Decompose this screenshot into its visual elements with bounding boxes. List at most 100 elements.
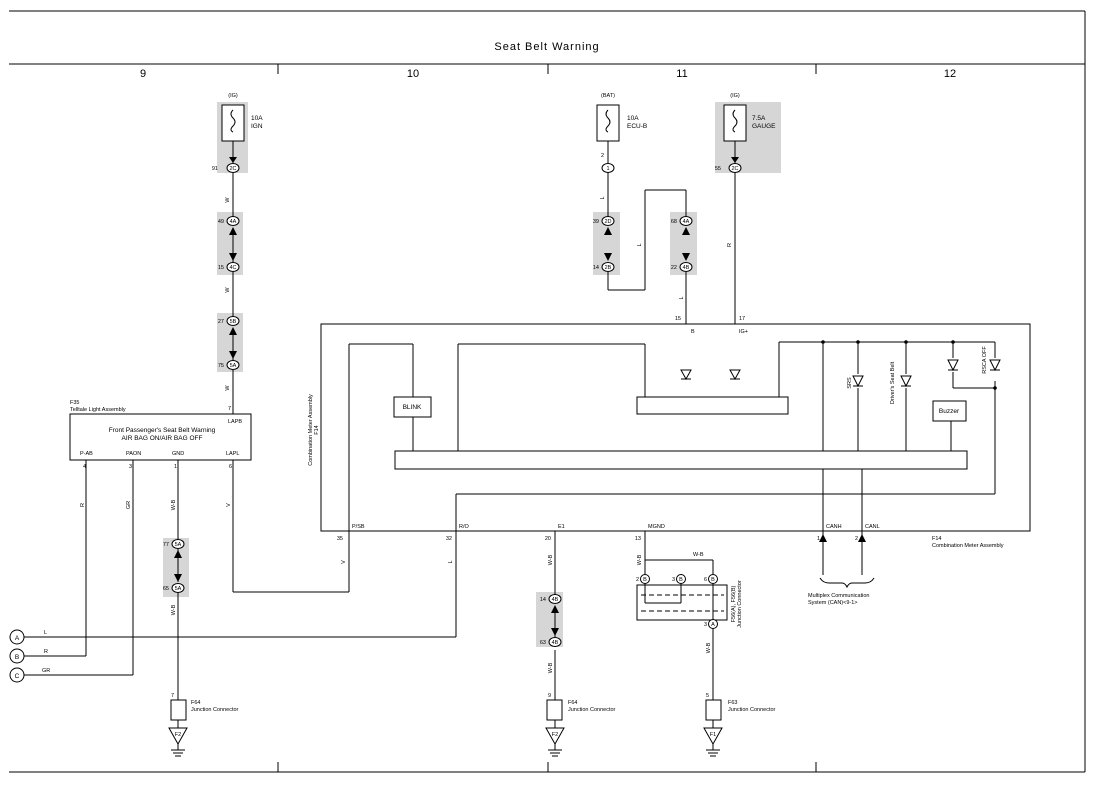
pin-number: 7 — [228, 406, 231, 412]
svg-text:13: 13 — [635, 536, 641, 542]
svg-text:4: 4 — [83, 464, 86, 470]
fuse-gauge: (IG) 7.5A GAUGE 2C 55 — [715, 93, 776, 173]
svg-text:1: 1 — [817, 536, 820, 542]
fuse-name: ECU-B — [627, 123, 647, 130]
svg-text:L: L — [600, 196, 606, 199]
component-id: F14 — [932, 536, 941, 542]
ground-f64-b: 9 F64 Junction Connector F2 — [545, 693, 616, 757]
svg-text:W-B: W-B — [693, 552, 704, 558]
svg-text:F64: F64 — [191, 700, 200, 706]
buzzer-label: Buzzer — [939, 408, 960, 415]
svg-text:7: 7 — [171, 693, 174, 699]
connector-pair: 5B 27 5A 75 — [218, 316, 240, 370]
frame — [9, 10, 1086, 773]
fuse-rating: 10A — [627, 115, 639, 122]
svg-text:B: B — [15, 654, 19, 661]
svg-text:2D: 2D — [604, 219, 611, 225]
svg-text:W: W — [225, 287, 231, 293]
svg-text:4C: 4C — [229, 265, 236, 271]
column-label: 9 — [140, 68, 146, 80]
diagram-title: Seat Belt Warning — [494, 41, 599, 53]
svg-text:RSCA OFF: RSCA OFF — [982, 346, 988, 374]
column-label: 12 — [944, 68, 956, 80]
svg-text:B: B — [711, 577, 715, 583]
connector-pair: 4A 49 4C 15 — [218, 216, 240, 272]
svg-text:6: 6 — [229, 464, 232, 470]
svg-text:L: L — [44, 630, 47, 636]
svg-text:Multiplex Communication: Multiplex Communication — [808, 593, 869, 599]
svg-text:CANH: CANH — [826, 524, 842, 530]
svg-text:27: 27 — [218, 319, 224, 325]
svg-text:V: V — [341, 560, 347, 564]
svg-text:3: 3 — [129, 464, 132, 470]
svg-text:W-B: W-B — [548, 554, 554, 565]
fuse-rating: 7.5A — [752, 115, 766, 122]
svg-text:L: L — [637, 243, 643, 246]
connector-pair: 2D 39 2B 14 — [593, 216, 615, 272]
connector-id: 2C — [731, 166, 738, 172]
svg-text:4B: 4B — [552, 640, 559, 646]
fuse-supply-label: (IG) — [730, 93, 740, 99]
ground-f64-a: 7 F64 Junction Connector F2 — [168, 693, 239, 757]
svg-text:W-B: W-B — [548, 662, 554, 673]
svg-text:P-AB: P-AB — [80, 451, 93, 457]
svg-text:C: C — [15, 673, 20, 680]
connector-pair: 4B 14 4B 63 — [540, 594, 562, 647]
pin-number: 91 — [212, 166, 218, 172]
svg-text:39: 39 — [593, 219, 599, 225]
svg-text:77: 77 — [163, 542, 169, 548]
connector-pair: 5A 77 5A 65 — [163, 539, 185, 593]
svg-text:15: 15 — [675, 316, 681, 322]
svg-text:F1: F1 — [710, 732, 716, 738]
svg-text:W: W — [225, 385, 231, 391]
svg-text:IG+: IG+ — [739, 329, 748, 335]
fuse-rating: 10A — [251, 115, 263, 122]
svg-text:F64: F64 — [568, 700, 577, 706]
svg-text:GR: GR — [42, 668, 50, 674]
component-id: F14 — [314, 425, 320, 434]
pin-number: 2 — [601, 153, 604, 159]
svg-text:F63: F63 — [728, 700, 737, 706]
svg-text:6: 6 — [704, 577, 707, 583]
svg-text:4B: 4B — [552, 597, 559, 603]
svg-text:5B: 5B — [230, 319, 237, 325]
fuse-supply-label: (BAT) — [601, 93, 615, 99]
svg-text:Junction Connector: Junction Connector — [728, 707, 776, 713]
svg-text:V: V — [226, 503, 232, 507]
cpu-block — [394, 450, 968, 470]
svg-text:3: 3 — [704, 622, 707, 628]
svg-text:System (CAN)<9-1>: System (CAN)<9-1> — [808, 600, 858, 606]
can-bus: Multiplex Communication System (CAN)<9-1… — [808, 531, 875, 606]
svg-text:22: 22 — [671, 265, 677, 271]
junction-connector-f56: W-B B 2 B 3 B 6 A 3 F56(A), F56(B) Junct… — [636, 552, 743, 629]
svg-text:W-B: W-B — [171, 604, 177, 615]
fuse-name: IGN — [251, 123, 263, 130]
svg-text:4A: 4A — [683, 219, 690, 225]
svg-text:5A: 5A — [175, 542, 182, 548]
svg-text:5A: 5A — [230, 363, 237, 369]
svg-text:PAON: PAON — [126, 451, 141, 457]
svg-text:A: A — [711, 622, 715, 628]
ground-f63: 5 F63 Junction Connector F1 — [703, 693, 776, 757]
component-title: Combination Meter Assembly — [932, 543, 1004, 549]
svg-text:L: L — [679, 296, 685, 299]
svg-text:E1: E1 — [558, 524, 565, 530]
svg-text:14: 14 — [540, 597, 546, 603]
component-desc: Front Passenger's Seat Belt Warning — [109, 427, 216, 434]
combination-meter-assembly: Combination Meter Assembly F14 15 B 17 I… — [308, 316, 1031, 549]
terminal-c: C — [9, 667, 25, 683]
svg-text:F2: F2 — [552, 732, 558, 738]
connector-pair: 4A 68 4B 22 — [671, 216, 693, 272]
telltale-light-assembly: F35 Telltale Light Assembly 7 LAPB Front… — [69, 400, 252, 470]
column-label: 10 — [407, 68, 419, 80]
svg-text:5A: 5A — [175, 586, 182, 592]
wires-col9 — [24, 172, 457, 700]
terminal-label: LAPB — [228, 419, 242, 425]
svg-text:75: 75 — [218, 363, 224, 369]
svg-text:R/O: R/O — [459, 524, 470, 530]
svg-text:A: A — [15, 635, 20, 642]
component-desc: AIR BAG ON/AIR BAG OFF — [122, 435, 203, 442]
fuse-name: GAUGE — [752, 123, 776, 130]
